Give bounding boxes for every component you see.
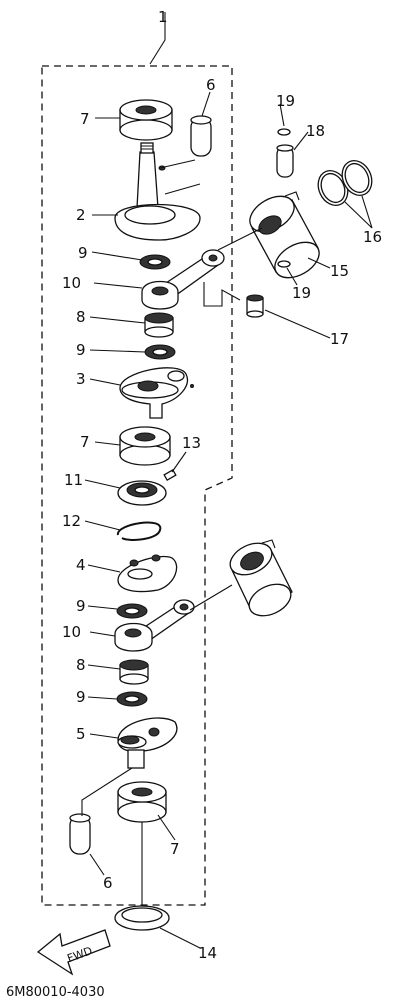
center-crankshaft	[119, 367, 194, 419]
bearing-middle	[119, 426, 171, 466]
callout-17: 17	[330, 330, 349, 348]
piston-pin-clip-bottom	[277, 260, 291, 268]
washer-3	[116, 603, 148, 619]
callout-3: 3	[76, 370, 86, 388]
callout-15: 15	[330, 262, 349, 280]
callout-10-a: 10	[62, 274, 81, 292]
connecting-rod-lower	[114, 599, 195, 652]
needle-bearing-2	[119, 659, 149, 685]
washer-1	[139, 254, 171, 270]
piston-pin-clip-top	[277, 128, 291, 136]
callout-9-c: 9	[76, 597, 86, 615]
callout-8-b: 8	[76, 656, 86, 674]
callout-12: 12	[62, 512, 81, 530]
callout-4: 4	[76, 556, 86, 574]
callout-1: 1	[158, 8, 168, 26]
callout-9-d: 9	[76, 688, 86, 706]
callout-19-top: 19	[276, 92, 295, 110]
callout-8-a: 8	[76, 308, 86, 326]
callout-16: 16	[363, 228, 382, 246]
callout-13: 13	[182, 434, 201, 452]
callout-19-bottom: 19	[292, 284, 311, 302]
crank-pin-top	[190, 115, 212, 157]
fwd-arrow-icon: FWD	[36, 929, 111, 976]
callout-7-middle: 7	[80, 433, 90, 451]
bottom-crankshaft	[117, 717, 178, 769]
callout-6-bottom: 6	[103, 874, 113, 892]
connecting-rod-upper	[141, 249, 225, 310]
oil-seal	[117, 480, 167, 506]
callout-9-b: 9	[76, 341, 86, 359]
callout-18: 18	[306, 122, 325, 140]
crank-pin-bottom	[69, 813, 91, 855]
callout-2: 2	[76, 206, 86, 224]
small-end-bearing	[246, 294, 264, 318]
leader-lines	[81, 12, 373, 949]
callout-9-a: 9	[78, 244, 88, 262]
washer-4	[116, 691, 148, 707]
woodruff-key	[163, 469, 177, 481]
callout-10-b: 10	[62, 623, 81, 641]
figure-code: 6M80010-4030	[6, 985, 105, 1000]
callout-7-bottom: 7	[170, 840, 180, 858]
piston-lower	[229, 539, 293, 617]
circlip	[117, 521, 162, 541]
callout-6-top: 6	[206, 76, 216, 94]
upper-crankshaft	[114, 142, 201, 241]
bearing-top	[119, 99, 173, 141]
lower-crank-web-4	[117, 554, 178, 593]
callout-5: 5	[76, 725, 86, 743]
callout-14: 14	[198, 944, 217, 962]
bearing-bottom	[117, 781, 167, 823]
needle-bearing-1	[144, 312, 174, 338]
seal-ring-bottom	[114, 905, 170, 931]
callout-7-top: 7	[80, 110, 90, 128]
callout-11: 11	[64, 471, 83, 489]
piston-rings	[317, 159, 373, 207]
washer-2	[144, 344, 176, 360]
piston-upper	[249, 191, 320, 279]
piston-pin	[276, 144, 294, 178]
